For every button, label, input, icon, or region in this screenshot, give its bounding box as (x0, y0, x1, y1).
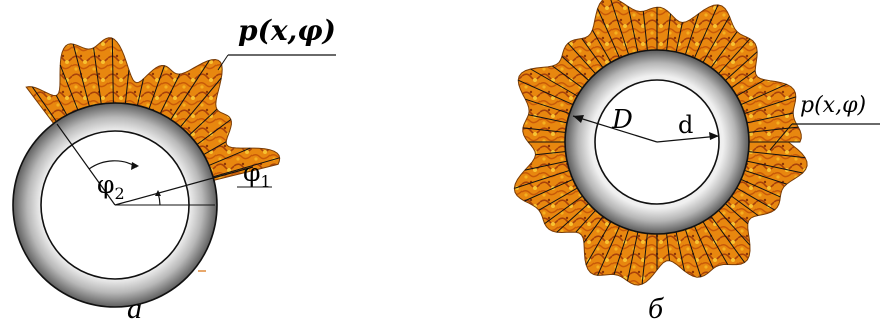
phi1-arrowhead (155, 190, 161, 196)
pressure-label-b: p(x,φ) (800, 93, 866, 118)
inner-diameter-label: d (678, 111, 693, 139)
pressure-hatch-line-b (642, 11, 649, 53)
pressure-label-a: p(x,φ) (238, 14, 336, 47)
pressure-hatch-line-b (517, 79, 576, 106)
pressure-hatch-line-b (734, 186, 775, 211)
pressure-hatch-line-b (552, 65, 585, 90)
pressure-hatch-line-b (581, 38, 605, 70)
pressure-hatch-line-a (207, 147, 251, 167)
pressure-hatch-line-b (535, 150, 568, 156)
pressure-hatch-line-b (684, 13, 700, 57)
pressure-hatch-line-b (729, 70, 756, 90)
pressure-hatch-line-b (575, 208, 598, 233)
pressure-hatch-line-b (746, 126, 799, 134)
pressure-hatch-line-b (716, 38, 751, 76)
phi1-radius-line (114, 166, 254, 206)
pressure-hatch-line-b (583, 214, 605, 243)
pressure-hatch-line-a (187, 108, 218, 137)
pressure-leader-a (217, 54, 229, 71)
pressure-hatch-line-b (665, 13, 671, 53)
pressure-hatch-line-a (210, 157, 280, 178)
pressure-hatch-line-a (31, 86, 59, 124)
panel-b: D d p(x,φ) б (513, 0, 880, 325)
pressure-hatch-line-b (723, 51, 758, 83)
pressure-hatch-line-b (522, 127, 568, 134)
pressure-hatch-line-b (742, 169, 787, 185)
pressure-hatch-line-b (613, 227, 630, 275)
phi2-arrowhead (131, 162, 139, 170)
pressure-hatch-line-b (675, 22, 683, 55)
caption-b: б (648, 292, 664, 325)
pressure-hatch-line-b (744, 160, 803, 174)
pressure-hatch-line-b (716, 208, 751, 246)
inner-diameter-line (656, 135, 720, 143)
pressure-hatch-line-b (525, 98, 572, 115)
pressure-hatch-line-b (723, 201, 749, 225)
caption-a: а (127, 292, 142, 325)
pressure-hatch-line-b (738, 83, 787, 106)
pressure-hatch-line-a (195, 119, 232, 147)
pressure-hatch-line-b (556, 201, 591, 233)
outer-diameter-line (572, 115, 658, 143)
pressure-hatch-line-b (729, 194, 759, 216)
pressure-hatch-line-a (72, 43, 91, 109)
pressure-hatch-line-b (567, 42, 598, 76)
pressure-hatch-line-b (701, 219, 729, 265)
pressure-hatch-line-b (597, 223, 621, 276)
pressure-hatch-line-b (746, 150, 806, 159)
pressure-hatch-line-b (585, 219, 613, 266)
pressure-hatch-line-b (627, 229, 639, 282)
pressure-hatch-line-b (528, 114, 570, 124)
pressure-hatch-line-b (641, 231, 649, 285)
pressure-hatch-line-a (169, 60, 210, 122)
phi1-label: φ1 (243, 158, 271, 191)
pressure-leader-b (769, 123, 793, 151)
pressure-hatch-line-b (709, 31, 738, 70)
phi2-label: φ2 (97, 170, 125, 203)
pressure-hatch-line-b (675, 229, 685, 272)
pressure-hatch-line-b (701, 16, 730, 65)
pressure-hatch-line-a (124, 69, 130, 106)
pressure-hatch-line-b (597, 8, 621, 61)
pressure-hatch-line-b (514, 169, 572, 189)
pressure-hatch-line-b (538, 186, 580, 211)
phi2-radius-line (56, 123, 116, 206)
outer-diameter-arrowhead (573, 115, 584, 123)
pressure-hatch-lines-a (31, 38, 280, 178)
pressure-hatch-line-a (59, 64, 80, 113)
panel-a: φ2 φ1 p(x,φ) а (12, 14, 336, 325)
pressure-hatch-line-a (147, 65, 165, 111)
pressure-hatch-line-b (744, 112, 794, 124)
pressure-hatch-line-a (55, 95, 69, 118)
pressure-hatch-line-a (201, 141, 227, 157)
pressure-hatch-line-a (178, 77, 222, 129)
pressure-hatch-line-b (561, 56, 591, 83)
pressure-hatch-line-a (158, 73, 181, 116)
pressure-hatch-line-b (742, 96, 796, 115)
pressure-hatch-line-a (93, 47, 102, 106)
pressure-hatch-line-b (734, 79, 765, 98)
pressure-hatch-line-b (591, 29, 613, 65)
pressure-hatch-line-b (610, 0, 630, 57)
pressure-hatch-line-a (111, 38, 114, 106)
inner-diameter-arrowhead (709, 132, 719, 140)
pressure-hatch-line-b (530, 68, 580, 98)
pressure-hatch-line-b (524, 178, 576, 202)
pressure-hatch-line-b (693, 4, 719, 61)
pressure-hatch-line-b (738, 178, 781, 198)
pressure-hatch-line-a (136, 78, 144, 108)
pressure-hatch-line-b (665, 231, 670, 261)
pressure-hatch-line-b (627, 6, 639, 55)
pressure-hatch-line-b (544, 194, 585, 225)
outer-diameter-label: D (611, 105, 633, 135)
pressure-hatch-line-b (693, 223, 714, 269)
pressure-hatch-line-b (684, 227, 702, 278)
pressure-hatch-line-b (709, 214, 746, 263)
pressure-hatch-line-b (524, 160, 570, 171)
pressure-hatch-lines-b (514, 0, 806, 285)
